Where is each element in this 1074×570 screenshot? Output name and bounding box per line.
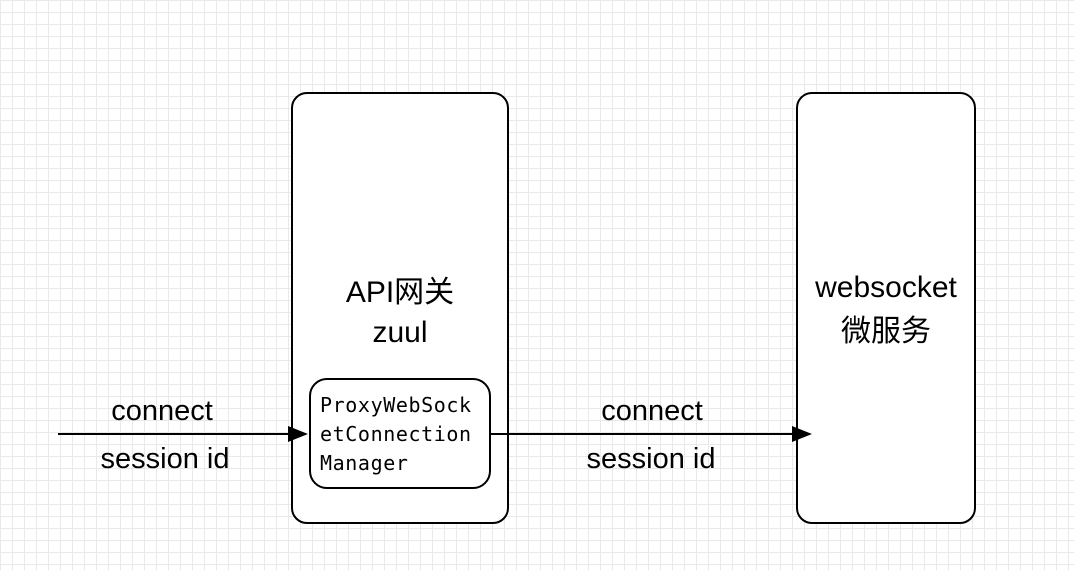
left-edge-session-label: session id [100, 443, 230, 475]
service-subtitle: 微服务 [841, 315, 931, 348]
gateway-subtitle: zuul [372, 316, 428, 349]
gateway-title: API网关 [345, 276, 455, 309]
proxy-label-line-1: ProxyWebSock [320, 393, 472, 417]
client-to-gateway-arrow[interactable] [58, 426, 308, 442]
right-edge-connect-label: connect [601, 395, 703, 427]
right-edge-session-label: session id [586, 443, 716, 475]
left-edge-connect-label: connect [111, 395, 213, 427]
proxy-connection-manager-box[interactable] [309, 378, 491, 489]
left-arrowhead-icon [288, 426, 308, 442]
right-arrowhead-icon [792, 426, 812, 442]
proxy-label-line-3: Manager [320, 451, 409, 475]
gateway-to-service-arrow[interactable] [491, 426, 812, 442]
service-title: websocket [815, 271, 957, 304]
proxy-label-line-2: etConnection [320, 422, 472, 446]
websocket-service-box[interactable] [796, 92, 976, 524]
